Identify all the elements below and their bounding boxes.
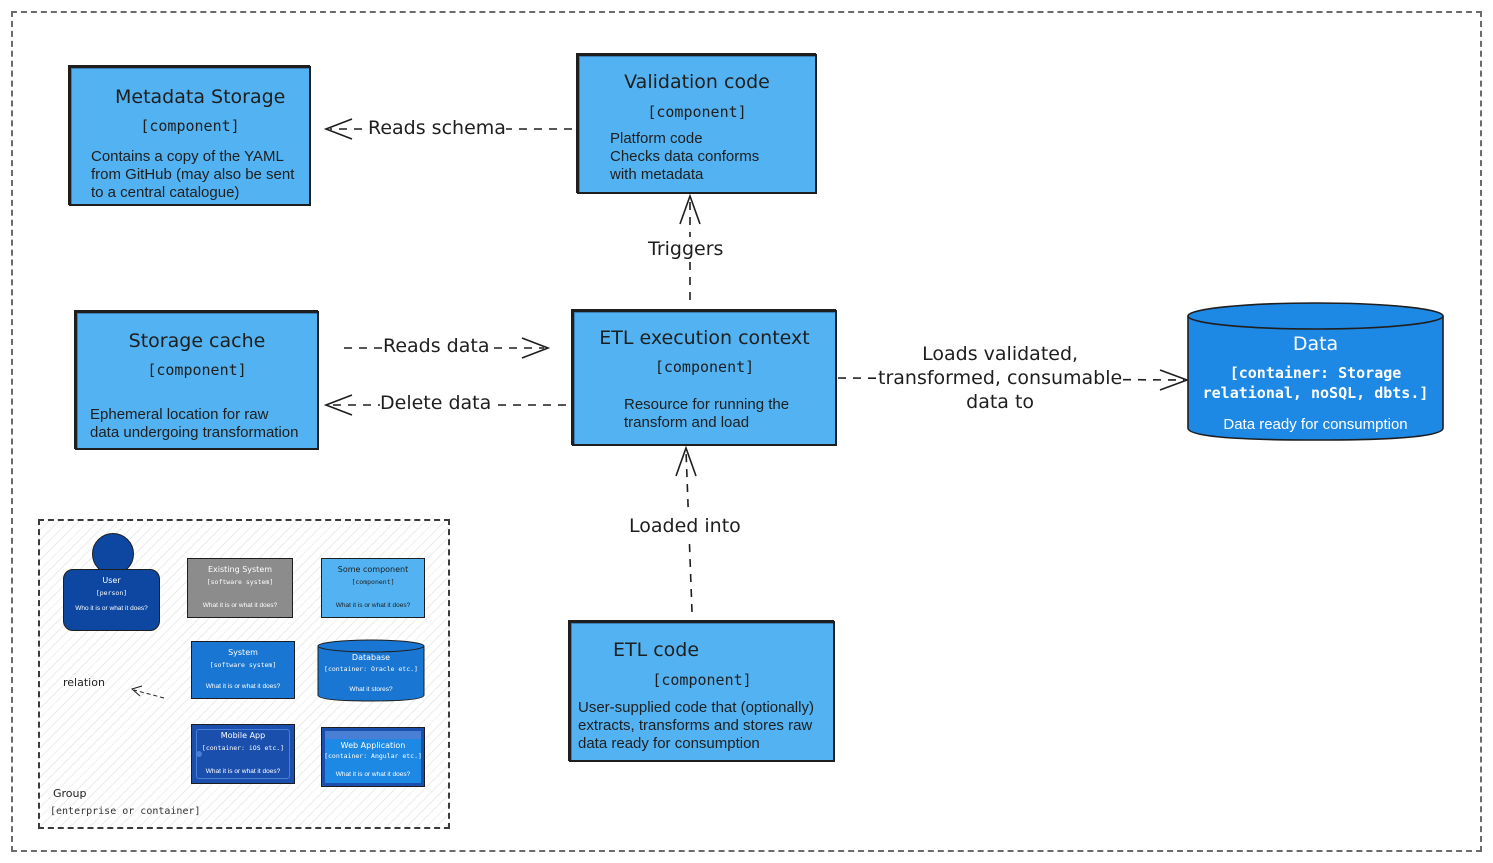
legend-system: System [software system] What it is or w… <box>191 641 295 699</box>
legend-some-component: Some component [component] What it is or… <box>321 558 425 618</box>
browser-window-icon <box>325 739 421 783</box>
legend-desc: What it is or what it does? <box>335 602 411 609</box>
legend-type: [container: Angular etc.] <box>324 752 422 760</box>
metadata-storage-component[interactable]: Metadata Storage [component] Contains a … <box>69 66 311 206</box>
legend-person-title: User <box>102 576 121 585</box>
reads-data-label: Reads data <box>383 334 490 358</box>
outer-boundary <box>11 11 1482 852</box>
legend-desc: What it stores? <box>349 686 393 693</box>
component-title: ETL code <box>613 639 700 661</box>
legend-relation-label: relation <box>63 676 105 689</box>
component-type: [component] <box>140 117 240 135</box>
loaded-into-arrowhead <box>675 445 697 477</box>
legend-type: [software system] <box>206 578 274 586</box>
loads-arrowhead <box>1159 369 1190 391</box>
loads-label: Loads validated, transformed, consumable… <box>878 342 1123 414</box>
legend-web-application: Web Application [container: Angular etc.… <box>321 727 425 787</box>
component-type: [component] <box>147 361 247 379</box>
legend-desc: What it is or what it does? <box>202 602 278 609</box>
legend-mobile-app: Mobile App [container: iOS etc.] What it… <box>191 724 295 784</box>
legend-person-desc: Who it is or what it does? <box>75 605 148 612</box>
component-type: [component] <box>654 358 755 376</box>
storage-cache-component[interactable]: Storage cache [component] Ephemeral loca… <box>75 311 319 450</box>
component-title: Metadata Storage <box>115 86 286 108</box>
legend-type: [container: iOS etc.] <box>201 744 285 752</box>
legend-database: Database [container: Oracle etc.] What i… <box>317 638 425 702</box>
person-body: User [person] Who it is or what it does? <box>63 569 160 631</box>
legend-group: User [person] Who it is or what it does?… <box>38 519 450 829</box>
component-title: Validation code <box>624 71 770 93</box>
legend-group-title: Group <box>53 787 87 800</box>
triggers-label: Triggers <box>648 237 724 261</box>
validation-code-component[interactable]: Validation code [component] Platform cod… <box>577 54 817 194</box>
delete-data-label: Delete data <box>380 391 492 415</box>
legend-desc: What it is or what it does? <box>205 768 281 775</box>
component-title: Storage cache <box>128 330 266 352</box>
legend-title: Database <box>351 653 391 662</box>
component-description: Platform code Checks data conforms with … <box>610 130 760 183</box>
legend-desc: What it is or what it does? <box>335 771 411 778</box>
legend-title: System <box>228 648 258 657</box>
legend-existing-system: Existing System [software system] What i… <box>187 558 293 618</box>
mobile-button-icon <box>196 751 202 757</box>
component-title: ETL execution context <box>599 327 810 349</box>
legend-title: Mobile App <box>220 731 266 740</box>
database-cylinder-shape <box>1187 302 1444 441</box>
legend-database-shape <box>317 639 425 702</box>
legend-title: Web Application <box>340 741 406 750</box>
data-container-database[interactable]: Data [container: Storage relational, noS… <box>1186 300 1445 442</box>
component-description: Resource for running the transform and l… <box>624 396 790 431</box>
legend-title: Some component <box>337 565 409 574</box>
component-description: Contains a copy of the YAML from GitHub … <box>91 148 295 201</box>
legend-type: [component] <box>351 578 395 586</box>
reads-schema-label: Reads schema <box>368 116 506 140</box>
reads-schema-arrowhead <box>323 118 353 140</box>
triggers-arrowhead <box>679 193 701 225</box>
reads-data-arrowhead <box>521 337 551 359</box>
container-description: Data ready for consumption <box>1223 416 1408 433</box>
container-type: [container: Storage relational, noSQL, d… <box>1202 364 1429 402</box>
legend-relation-arrow <box>130 685 165 699</box>
legend-type: [software system] <box>209 661 277 669</box>
legend-type: [container: Oracle etc.] <box>324 665 418 673</box>
legend-title: Existing System <box>207 565 273 574</box>
etl-execution-context-component[interactable]: ETL execution context [component] Resour… <box>572 310 837 446</box>
loaded-into-label: Loaded into <box>629 514 741 538</box>
legend-desc: What it is or what it does? <box>205 683 281 690</box>
component-description: User-supplied code that (optionally) ext… <box>578 699 814 752</box>
delete-data-arrowhead <box>323 394 353 416</box>
legend-group-type: [enterprise or container] <box>50 806 201 817</box>
etl-code-component[interactable]: ETL code [component] User-supplied code … <box>569 621 835 762</box>
legend-person-type: [person] <box>95 589 128 597</box>
component-description: Ephemeral location for raw data undergoi… <box>90 406 299 441</box>
component-type: [component] <box>647 103 747 121</box>
browser-bar-icon <box>325 731 421 739</box>
component-type: [component] <box>652 671 752 689</box>
loads-line <box>837 377 1185 381</box>
container-title: Data <box>1292 333 1339 355</box>
legend-person: User [person] Who it is or what it does? <box>63 533 160 631</box>
